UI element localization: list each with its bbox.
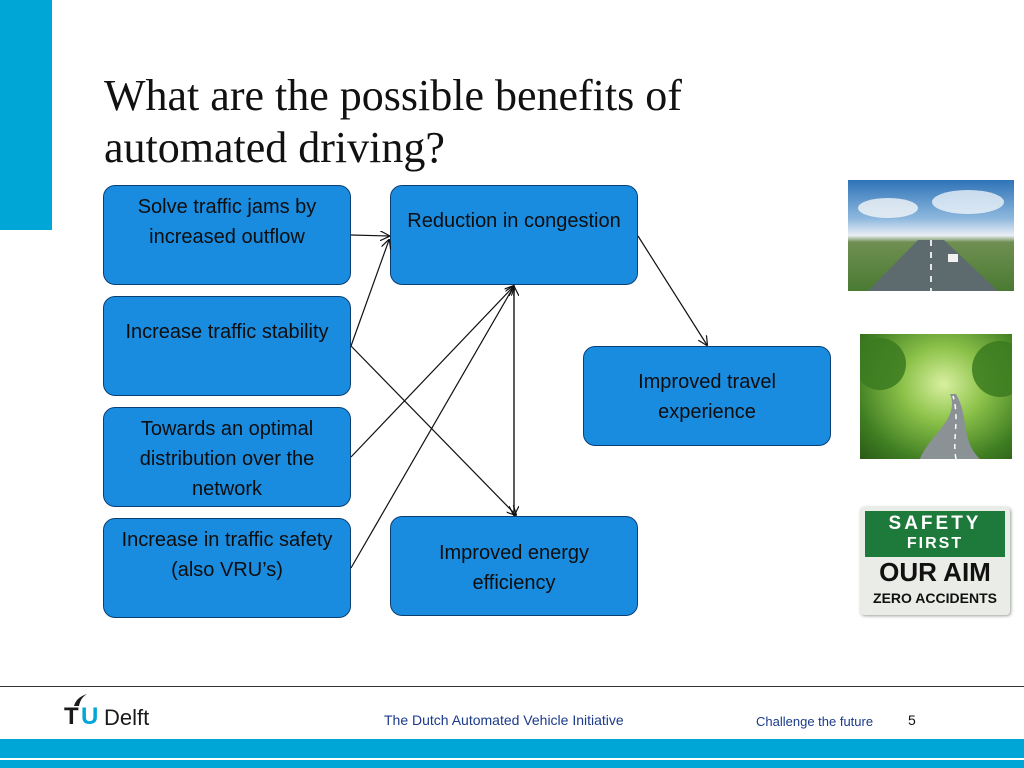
- highway-photo: [848, 180, 1014, 291]
- box-optimal-distribution: Towards an optimal distribution over the…: [103, 407, 351, 507]
- logo-letter-t: T: [64, 703, 79, 730]
- safety-first-sign: SAFETY FIRST OUR AIM ZERO ACCIDENTS: [860, 507, 1010, 615]
- arrow-congestion-to-travel: [637, 235, 707, 345]
- sign-line-our-aim: OUR AIM: [879, 557, 991, 587]
- arrow-jams-to-congestion: [350, 235, 389, 236]
- footer-band: [0, 739, 1024, 758]
- forest-road-illustration: [860, 338, 1012, 459]
- box-improved-travel-experience: Improved travel experience: [583, 346, 831, 446]
- box-traffic-safety: Increase in traffic safety (also VRU’s): [103, 518, 351, 618]
- logo-letter-u: U: [81, 703, 99, 730]
- highway-illustration: [858, 190, 1004, 291]
- sign-line-safety: SAFETY: [888, 513, 982, 534]
- arrow-stability-to-congestion: [350, 240, 389, 347]
- sign-line-zero-accidents: ZERO ACCIDENTS: [873, 590, 997, 606]
- footer-divider: [0, 686, 1024, 687]
- accent-bar: [0, 0, 52, 230]
- footer-tagline: Challenge the future: [756, 714, 874, 729]
- box-reduction-in-congestion: Reduction in congestion: [390, 185, 638, 285]
- sign-green-panel: SAFETY FIRST: [865, 511, 1005, 557]
- page-number: 5: [908, 712, 916, 728]
- box-improved-energy-efficiency: Improved energy efficiency: [390, 516, 638, 616]
- forest-road-photo: [860, 334, 1012, 459]
- footer-initiative-text: The Dutch Automated Vehicle Initiative: [384, 712, 624, 728]
- arrow-stability-to-energy: [350, 345, 516, 515]
- sign-line-first: FIRST: [906, 535, 964, 552]
- logo-word-delft: Delft: [104, 705, 150, 730]
- slide-title: What are the possible benefits of automa…: [104, 71, 682, 172]
- arrow-distribution-to-congestion: [350, 286, 514, 458]
- tudelft-logo: T U Delft: [64, 694, 174, 737]
- flame-icon: [74, 694, 87, 706]
- box-increase-traffic-stability: Increase traffic stability: [103, 296, 351, 396]
- box-solve-traffic-jams: Solve traffic jams by increased outflow: [103, 185, 351, 285]
- footer-band-lower: [0, 760, 1024, 768]
